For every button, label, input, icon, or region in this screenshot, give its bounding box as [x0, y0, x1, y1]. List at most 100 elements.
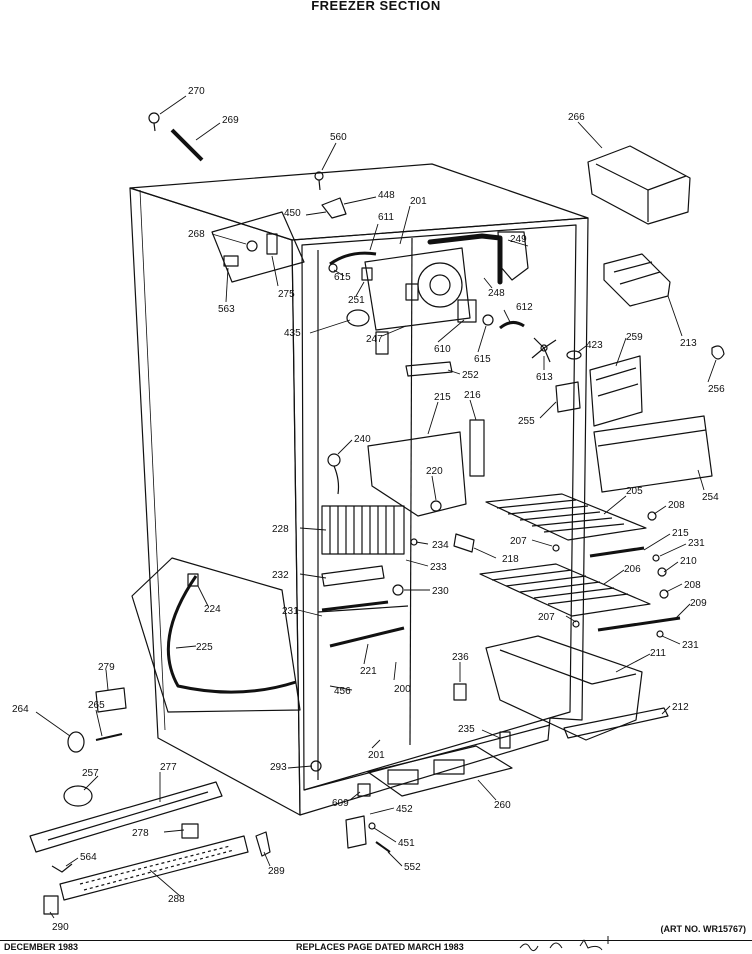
label-252: 252 [462, 370, 479, 381]
label-275: 275 [278, 289, 295, 300]
label-255: 255 [518, 416, 535, 427]
heater-loop-panel [131, 557, 301, 713]
label-218: 218 [502, 554, 519, 565]
label-220: 220 [426, 466, 443, 477]
part-247-fan-motor-icon [457, 299, 494, 326]
part-278-clip-icon [181, 823, 199, 839]
part-labels: 270 269 560 266 448 450 201 611 268 249 … [12, 86, 725, 933]
fan-mounting-plate [364, 247, 471, 355]
label-213: 213 [680, 338, 697, 349]
part-252-grille-icon [405, 361, 453, 377]
part-265-screw-icon [95, 733, 123, 741]
label-228: 228 [272, 524, 289, 535]
toe-grille-288-icon [59, 835, 249, 901]
label-265: 265 [88, 700, 105, 711]
label-268: 268 [188, 229, 205, 240]
part-221-rail-icon [329, 626, 405, 648]
ice-tray-213-icon [603, 253, 671, 307]
label-293: 293 [270, 762, 287, 773]
label-215-right: 215 [672, 528, 689, 539]
label-435: 435 [284, 328, 301, 339]
label-260: 260 [494, 800, 511, 811]
label-270: 270 [188, 86, 205, 97]
part-232-bracket-icon [321, 565, 385, 587]
part-230-icon [392, 584, 404, 596]
label-451: 451 [398, 838, 415, 849]
part-264-knob-icon [67, 731, 85, 753]
part-269-rod-icon [170, 128, 204, 162]
label-612: 612 [516, 302, 533, 313]
part-293-screw-icon [310, 760, 322, 772]
label-236: 236 [452, 652, 469, 663]
label-216: 216 [464, 390, 481, 401]
part-255-cover-icon [555, 381, 581, 413]
part-236-icon [453, 683, 467, 701]
label-450: 450 [284, 208, 301, 219]
label-231-top: 231 [688, 538, 705, 549]
label-560: 560 [330, 132, 347, 143]
label-224: 224 [204, 604, 221, 615]
part-612-clip-icon [499, 321, 525, 330]
part-240-thermostat-icon [327, 453, 341, 495]
label-215-top: 215 [434, 392, 451, 403]
part-235-icon [499, 731, 511, 749]
freezer-shelf-lower [479, 563, 651, 617]
label-563: 563 [218, 304, 235, 315]
part-270-screw-icon [148, 112, 160, 132]
parts-611-615-251 [328, 251, 377, 281]
label-211: 211 [650, 648, 666, 659]
label-613: 613 [536, 372, 553, 383]
label-456: 456 [334, 686, 351, 697]
label-269: 269 [222, 115, 239, 126]
label-221: 221 [360, 666, 377, 677]
freezer-bin-211-icon [485, 635, 669, 741]
shelf-rails [589, 546, 681, 632]
label-231-mid: 231 [282, 606, 299, 617]
label-266: 266 [568, 112, 585, 123]
duct-cover-215 [367, 431, 467, 517]
label-452: 452 [396, 804, 413, 815]
label-231-right: 231 [682, 640, 699, 651]
part-613-fan-blade-icon [531, 337, 557, 363]
part-289-clip-icon [255, 831, 271, 857]
label-288: 288 [168, 894, 185, 905]
label-206: 206 [624, 564, 641, 575]
part-256-icon [711, 345, 725, 360]
label-254: 254 [702, 492, 719, 503]
label-564: 564 [80, 852, 97, 863]
label-208-mid: 208 [684, 580, 701, 591]
label-289: 289 [268, 866, 285, 877]
part-435-motor-icon [346, 309, 370, 327]
cabinet [129, 163, 589, 816]
label-552: 552 [404, 862, 421, 873]
label-611: 611 [378, 212, 394, 223]
label-610: 610 [434, 344, 451, 355]
label-256: 256 [708, 384, 725, 395]
page-title: FREEZER SECTION [311, 0, 441, 13]
label-251: 251 [348, 295, 365, 306]
part-609-icon [357, 783, 371, 797]
label-279: 279 [98, 662, 115, 673]
part-218-heater-icon [453, 533, 475, 553]
ice-maker-259-icon [589, 355, 643, 427]
label-212: 212 [672, 702, 689, 713]
label-609: 609 [332, 798, 349, 809]
label-249: 249 [510, 234, 527, 245]
freezer-shelf-upper [485, 493, 647, 541]
part-560-screw-icon [314, 171, 324, 191]
control-panel-assembly [211, 211, 305, 283]
footer-date: DECEMBER 1983 [4, 942, 79, 952]
shelf-supports [552, 511, 669, 638]
label-200: 200 [394, 684, 411, 695]
footer-replaces: REPLACES PAGE DATED MARCH 1983 [296, 942, 464, 952]
label-277: 277 [160, 762, 177, 773]
label-259: 259 [626, 332, 643, 343]
label-233: 233 [430, 562, 447, 573]
label-230: 230 [432, 586, 449, 597]
part-290-icon [43, 895, 59, 915]
art-number: (ART NO. WR15767) [660, 924, 746, 934]
label-615-top: 615 [334, 272, 351, 283]
label-209: 209 [690, 598, 707, 609]
label-448: 448 [378, 190, 395, 201]
label-201-top: 201 [410, 196, 427, 207]
